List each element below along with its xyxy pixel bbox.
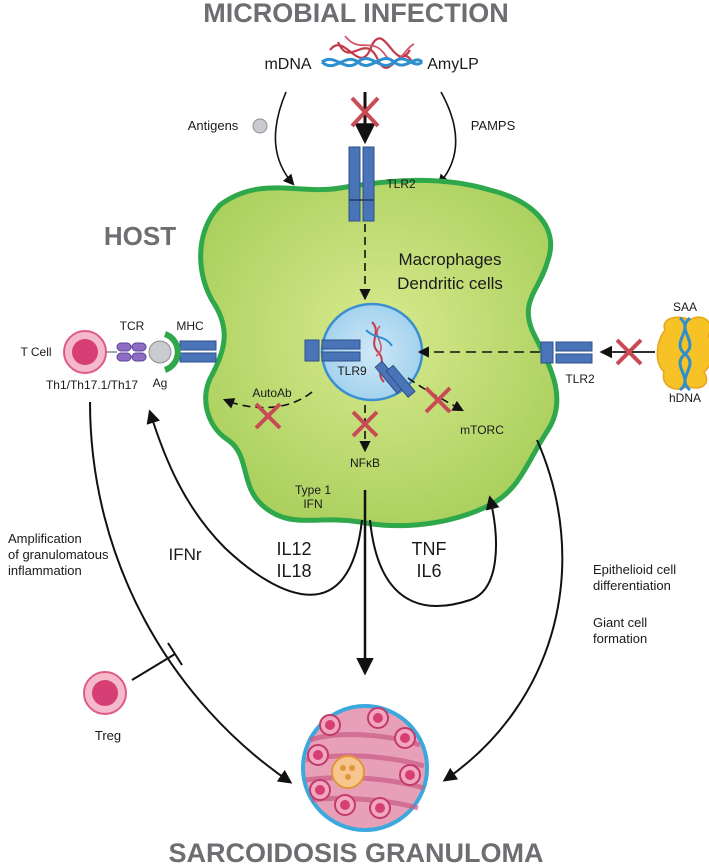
il12-label: IL12 [276, 539, 311, 559]
treg-inhibition-line [131, 653, 176, 681]
treg-label: Treg [95, 728, 121, 743]
cell-type-line1: Macrophages [398, 250, 501, 269]
hdna-label: hDNA [669, 391, 701, 405]
amylp-label: AmyLP [427, 56, 479, 73]
arrow-tnf-il6-feedback [369, 495, 500, 608]
il6-label: IL6 [416, 561, 441, 581]
amplification-line2: of granulomatous [8, 547, 109, 562]
mhc-receptor [163, 331, 217, 373]
treg-icon [83, 671, 127, 715]
saa-icon [656, 316, 709, 392]
block-x-icon [254, 402, 282, 430]
amplification-line1: Amplification [8, 531, 82, 546]
tcr-label: TCR [120, 319, 145, 333]
arrow-differentiation-to-granuloma [442, 439, 564, 782]
tlr2-top-receptor [348, 146, 375, 222]
nfkb-label: NFκB [350, 456, 380, 470]
saa-label: SAA [673, 300, 697, 314]
t-cell-icon [63, 330, 107, 374]
arrow-il12-il18-to-tcell [146, 409, 363, 596]
tlr2-right-label: TLR2 [565, 372, 595, 386]
amplification-line3: inflammation [8, 563, 82, 578]
tlr9-label: TLR9 [337, 364, 367, 378]
type1-ifn-line1: Type 1 [295, 483, 331, 497]
pamps-label: PAMPS [471, 118, 516, 133]
block-x-icon [351, 410, 379, 438]
tlr2-right-receptor [540, 341, 593, 364]
block-x-icon [615, 338, 643, 366]
antigen-presented-icon [148, 340, 172, 364]
type1-ifn-line2: IFN [303, 497, 322, 511]
arrow-to-autoab [222, 391, 313, 409]
t-cell-subtypes: Th1/Th17.1/Th17 [46, 378, 138, 392]
giant-line1: Giant cell [593, 615, 647, 630]
ifnr-label: IFNr [168, 545, 201, 564]
antigen-icon [252, 118, 268, 134]
epithelioid-line1: Epithelioid cell [593, 562, 676, 577]
treg-inhibition-bar [167, 642, 183, 666]
mhc-label: MHC [176, 319, 204, 333]
cell-type-line2: Dendritic cells [397, 274, 503, 293]
block-x-icon [424, 386, 452, 414]
ag-label: Ag [153, 376, 168, 390]
t-cell-label: T Cell [20, 345, 51, 359]
autoab-label: AutoAb [252, 386, 292, 400]
tlr2-top-label: TLR2 [386, 177, 416, 191]
mdna-label: mDNA [264, 56, 311, 73]
block-x-icon [350, 96, 380, 128]
tlr9-receptor [304, 339, 416, 398]
arrow-tcell-to-granuloma [89, 401, 293, 784]
tcr-receptor [116, 342, 147, 362]
tnf-label: TNF [412, 539, 447, 559]
title-bottom: SARCOIDOSIS GRANULOMA [168, 838, 543, 868]
title-top: MICROBIAL INFECTION [203, 0, 509, 28]
arrow-mdna-to-cell [274, 91, 295, 186]
host-label: HOST [104, 221, 176, 251]
epithelioid-line2: differentiation [593, 578, 671, 593]
pathogen-icon [320, 35, 424, 69]
il18-label: IL18 [276, 561, 311, 581]
antigens-label: Antigens [188, 118, 239, 133]
mtorc-label: mTORC [460, 423, 504, 437]
granuloma-icon [301, 704, 429, 832]
giant-line2: formation [593, 631, 647, 646]
arrow-amylp-to-cell [437, 91, 457, 186]
